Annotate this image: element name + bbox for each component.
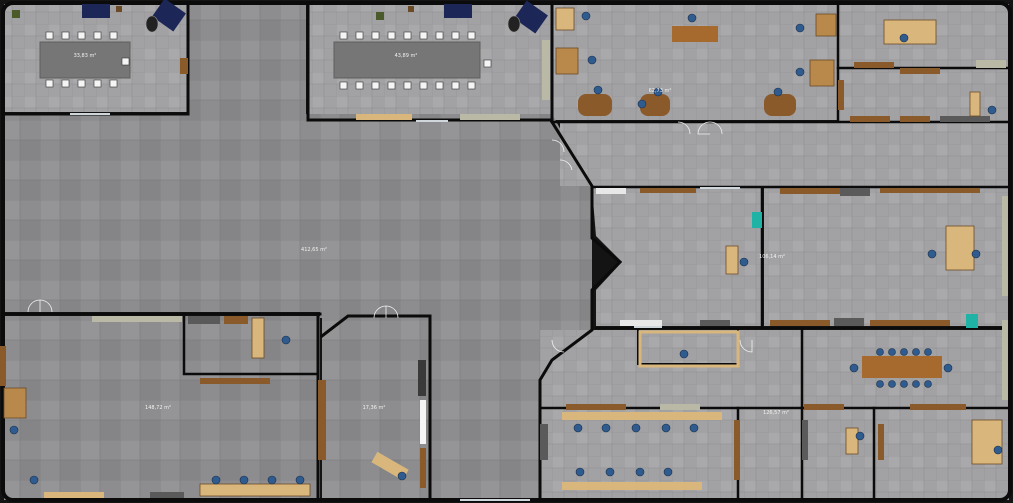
area-label-conference-mid: 43,89 m² <box>395 53 418 59</box>
office-chairs <box>9 11 1003 485</box>
floor-office-center <box>592 188 762 326</box>
office-center-furniture <box>562 225 1003 490</box>
floor-corridor-top <box>188 4 306 116</box>
conference-chairs <box>339 31 492 90</box>
floor-office-bottom-right <box>802 330 1009 500</box>
wall-cabinets <box>0 40 1008 498</box>
glass-partitions <box>70 113 740 501</box>
area-label-open-space: 412,65 m² <box>301 247 327 253</box>
area-labels: 33,83 m² 43,89 m² 412,65 m² 106,14 m² 14… <box>74 53 789 416</box>
conference-room-left <box>12 0 186 88</box>
floor-office-small <box>322 318 430 500</box>
floor-office-bottom-left <box>4 316 320 500</box>
area-label-office-bottom-left: 148,72 m² <box>145 405 171 411</box>
area-label-office-bottom-center: 126,57 m² <box>763 410 789 416</box>
conference-chairs <box>45 31 130 88</box>
area-label-office-center: 106,14 m² <box>759 254 785 260</box>
floor-corridor-right <box>560 122 1009 186</box>
floor-open-space <box>4 114 592 500</box>
floors <box>4 4 1009 500</box>
area-label-office-small: 17,36 m² <box>363 405 386 411</box>
doors[interactable] <box>27 121 753 353</box>
conference-room-mid <box>333 0 548 90</box>
office-top-furniture <box>555 7 981 328</box>
area-label-office-top-row: 62,73 m² <box>649 88 672 94</box>
area-label-conference-left: 33,83 m² <box>74 53 97 59</box>
